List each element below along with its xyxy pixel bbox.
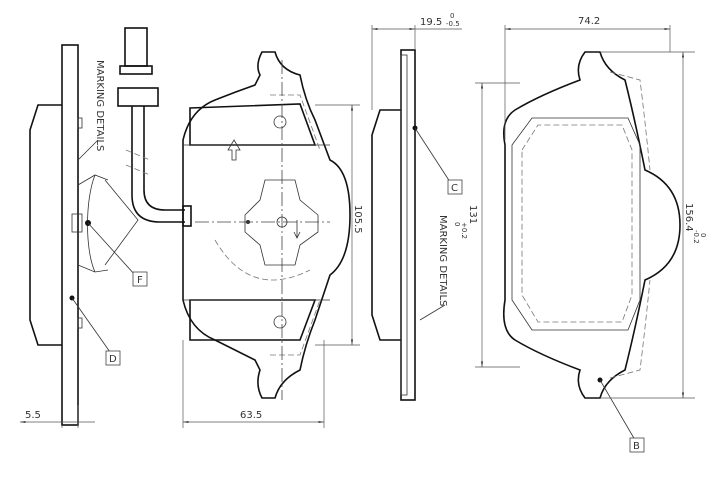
pad-front-view: 105.5 63.5 [182, 51, 363, 428]
dim-thickness-backing: 5.5 [25, 410, 41, 421]
tol-upper: 0 [450, 12, 454, 20]
dim-pad-height-inner: 131 [467, 205, 478, 224]
callout-c: C [447, 179, 463, 195]
tol-lower-131: 0 [453, 222, 461, 226]
callout-f: F [132, 271, 148, 287]
callout-d: D [105, 350, 121, 366]
dim-total-thickness: 19.5 [420, 17, 442, 28]
dim-pad-height-front: 105.5 [352, 205, 363, 234]
callout-c-label: C [451, 183, 458, 194]
wear-sensor [117, 27, 192, 227]
marking-details-label-left: MARKING DETAILS [94, 60, 105, 151]
tol-upper-131: +0.2 [460, 222, 468, 239]
callout-d-label: D [109, 354, 117, 365]
callout-f-label: F [137, 275, 143, 286]
side-view-right: MARKING DETAILS 19.5 0 -0.5 [371, 12, 462, 401]
marking-details-label-right: MARKING DETAILS [437, 215, 448, 306]
dim-pad-width-front: 63.5 [240, 410, 262, 421]
dim-pad-width-back: 74.2 [578, 16, 600, 27]
side-view-left: MARKING DETAILS 5.5 [20, 44, 139, 428]
tol-lower: -0.5 [446, 20, 460, 28]
tol-lower-156: -0.2 [692, 230, 700, 244]
pad-back-view: 74.2 131 +0.2 0 156.4 0 -0.2 [453, 16, 707, 441]
callout-b-label: B [633, 441, 640, 452]
dim-pad-height-outer: 156.4 [683, 203, 694, 232]
tol-upper-156: 0 [699, 233, 707, 237]
callout-b: B [629, 437, 645, 453]
